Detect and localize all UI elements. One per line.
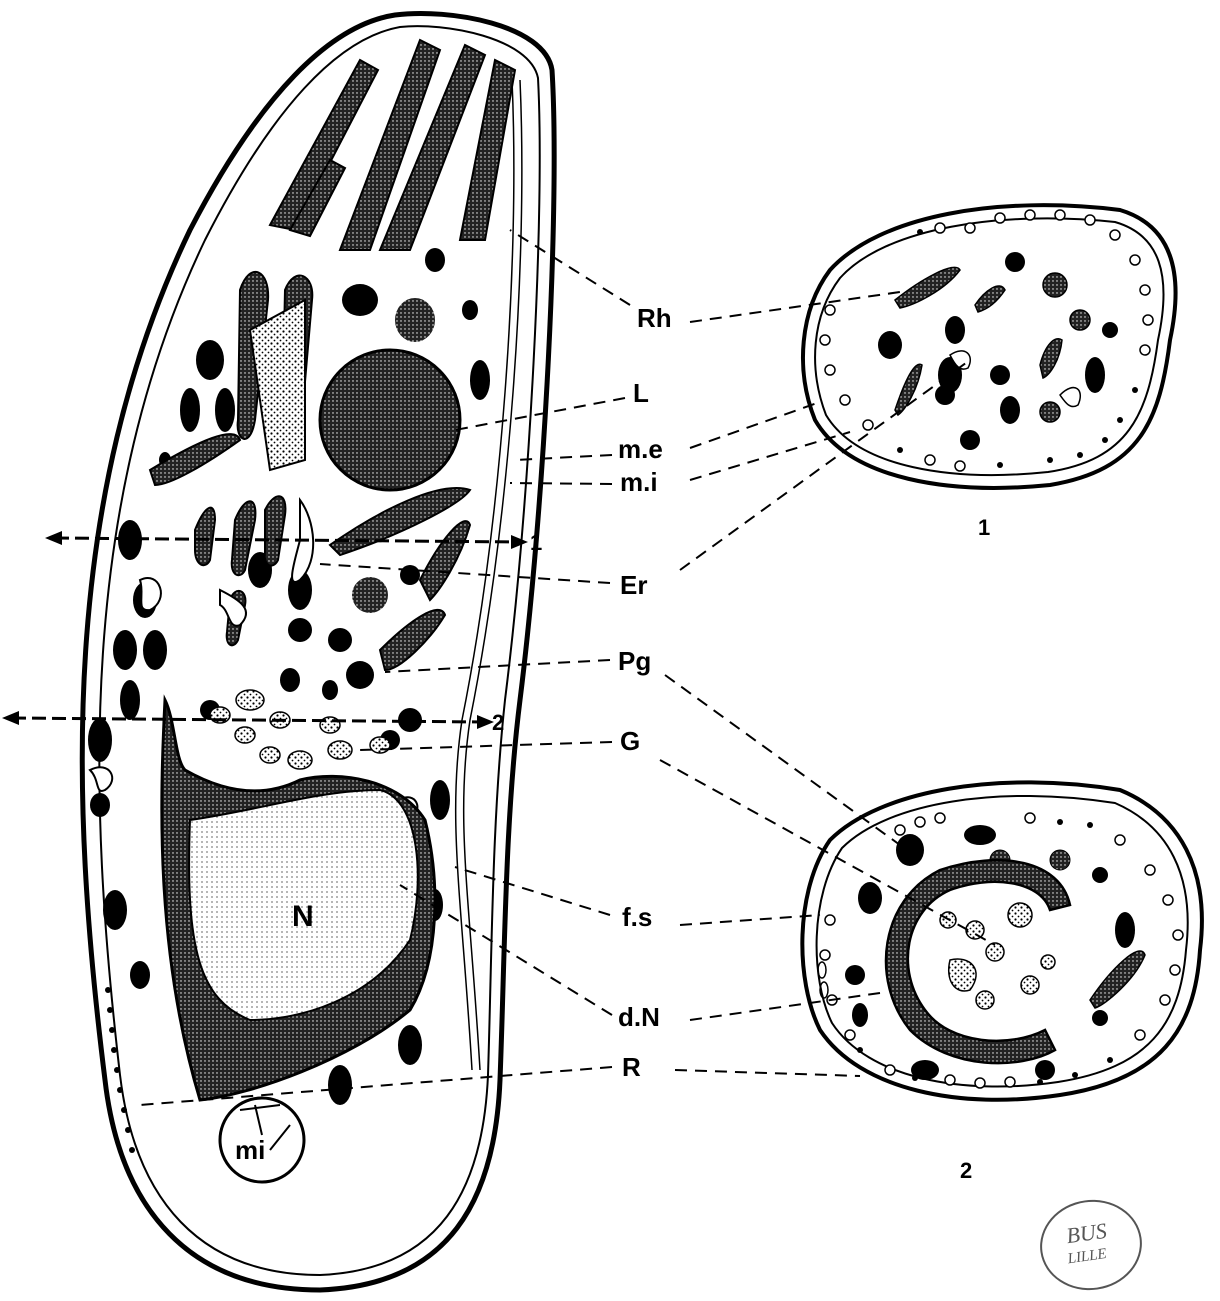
cs1-outer [803, 205, 1176, 488]
section-marker-2: 2 [492, 712, 504, 734]
section-caption-1: 1 [978, 517, 990, 539]
label-inner-membrane: m.i [620, 469, 658, 495]
section-marker-1: 1 [530, 532, 542, 554]
section-line-1-arrow-left [45, 531, 62, 545]
stamp-line-1: BUS [1065, 1218, 1109, 1249]
label-lipid: L [633, 380, 649, 406]
stamp-line-2: LILLE [1067, 1246, 1108, 1268]
label-r: R [622, 1054, 641, 1080]
section-caption-2: 2 [960, 1160, 972, 1182]
cross-section-1 [803, 205, 1176, 488]
lipid-inclusion [320, 350, 460, 490]
label-reticulum: Er [620, 572, 647, 598]
cs1-inner [815, 218, 1163, 475]
label-fs: f.s [622, 904, 652, 930]
section-line-1-arrow-right [511, 535, 528, 549]
cross-section-2 [802, 782, 1202, 1099]
label-dn: d.N [618, 1004, 660, 1030]
label-nucleus: N [292, 902, 314, 932]
label-outer-membrane: m.e [618, 436, 663, 462]
golgi [210, 690, 390, 769]
label-micronucleus: mi [235, 1137, 265, 1163]
label-rhoptry: Rh [637, 305, 672, 331]
longitudinal-section [2, 13, 554, 1290]
label-pg: Pg [618, 648, 651, 674]
label-golgi: G [620, 728, 640, 754]
section-line-2-arrow-left [2, 711, 19, 725]
